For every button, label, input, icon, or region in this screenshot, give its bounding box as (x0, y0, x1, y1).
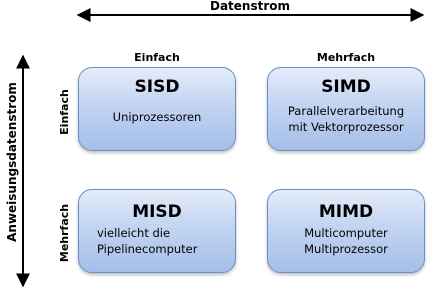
misd-description-line: Pipelinecomputer (97, 242, 198, 256)
column-label-multiple: Mehrfach (316, 51, 376, 64)
mimd-box: MIMD Multicomputer Multiprozessor (267, 189, 425, 273)
simd-box: SIMD Parallelverarbeitung mit Vektorproz… (267, 67, 425, 151)
horizontal-axis-title: Datenstrom (209, 0, 291, 13)
vertical-axis-title: Anweisungsdatenstrom (5, 82, 19, 242)
simd-description: Parallelverarbeitung mit Vektorprozessor (268, 103, 424, 135)
sisd-title: SISD (134, 77, 180, 97)
mimd-description-line: Multiprozessor (304, 242, 388, 256)
simd-description-line: mit Vektorprozessor (288, 120, 404, 134)
sisd-description: Uniprozessoren (79, 109, 235, 125)
misd-description-line: vielleicht die (97, 226, 171, 240)
misd-box: MISD vielleicht die Pipelinecomputer (78, 189, 236, 273)
mimd-description-line: Multicomputer (304, 226, 388, 240)
column-label-single: Einfach (134, 51, 180, 64)
simd-description-line: Parallelverarbeitung (287, 104, 405, 118)
simd-title: SIMD (321, 77, 371, 97)
sisd-box: SISD Uniprozessoren (78, 67, 236, 151)
misd-title: MISD (132, 202, 182, 222)
mimd-title: MIMD (318, 202, 374, 222)
mimd-description: Multicomputer Multiprozessor (268, 225, 424, 257)
row-label-single: Einfach (58, 89, 71, 135)
misd-description: vielleicht die Pipelinecomputer (79, 225, 235, 257)
sisd-description-line: Uniprozessoren (112, 110, 202, 124)
row-label-multiple: Mehrfach (58, 203, 71, 263)
